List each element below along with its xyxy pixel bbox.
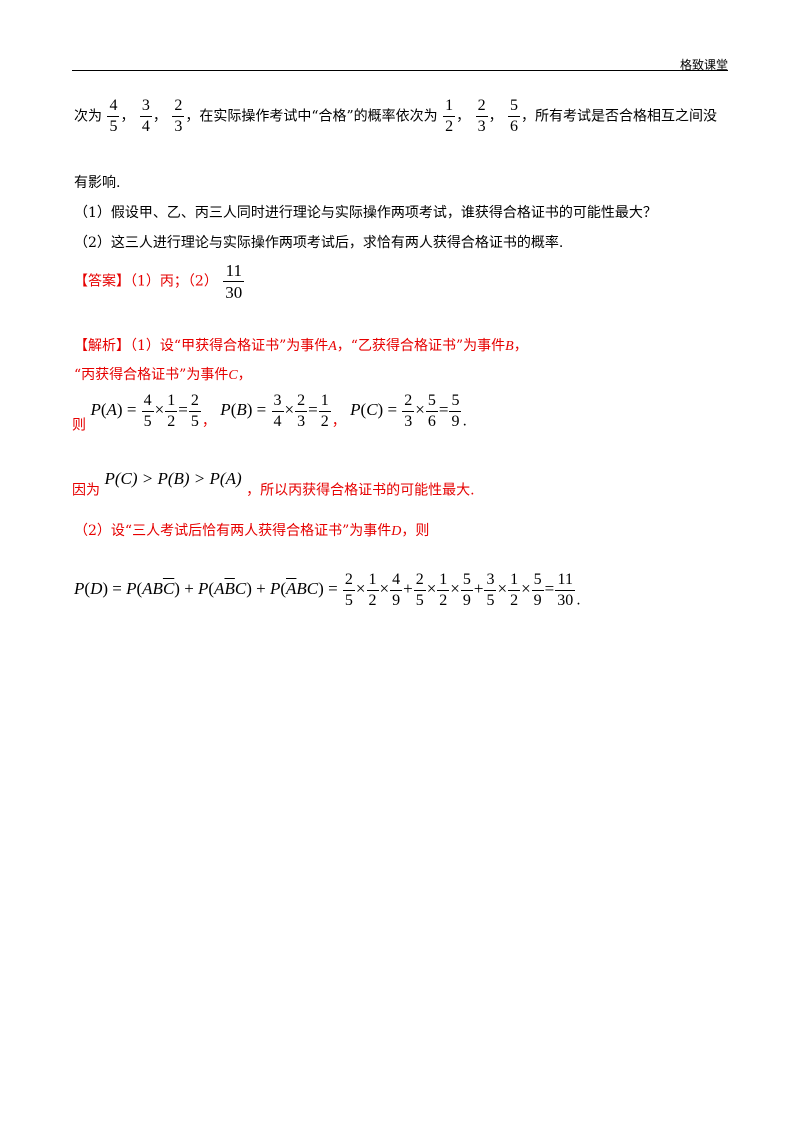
analysis-line-1: 【解析】（1）设“甲获得合格证书”为事件A，“乙获得合格证书”为事件B，	[74, 338, 528, 354]
compare-prefix: 因为	[72, 482, 100, 499]
analysis-line-2: “丙获得合格证书”为事件C，	[74, 367, 252, 383]
intro-middle: ，在实际操作考试中“合格”的概率依次为	[185, 108, 438, 125]
intro-line-2: 有影响.	[74, 175, 121, 191]
comparison-line: 因为 P(C) > P(B) > P(A) ，所以丙获得合格证书的可能性最大.	[72, 470, 475, 498]
compare-expression: P(C) > P(B) > P(A)	[104, 469, 242, 488]
intro-prefix: 次为	[74, 108, 102, 125]
compare-suffix: ，所以丙获得合格证书的可能性最大.	[246, 482, 475, 499]
header-title: 格致课堂	[679, 58, 728, 72]
then-label: 则	[72, 417, 86, 434]
analysis-label: 【解析】	[74, 338, 130, 354]
answer-label: 【答案】	[74, 273, 130, 290]
question-2: （2）这三人进行理论与实际操作两项考试后，求恰有两人获得合格证书的概率.	[74, 235, 564, 251]
intro-suffix: ，所有考试是否合格相互之间没	[521, 108, 718, 125]
analysis-part-2: （2）设“三人考试后恰有两人获得合格证书”为事件D，则	[74, 523, 430, 539]
header-divider	[72, 70, 728, 71]
answer-text: （1）丙；（2）	[130, 273, 218, 290]
question-1: （1）假设甲、乙、丙三人同时进行理论与实际操作两项考试，谁获得合格证书的可能性最…	[74, 205, 657, 221]
